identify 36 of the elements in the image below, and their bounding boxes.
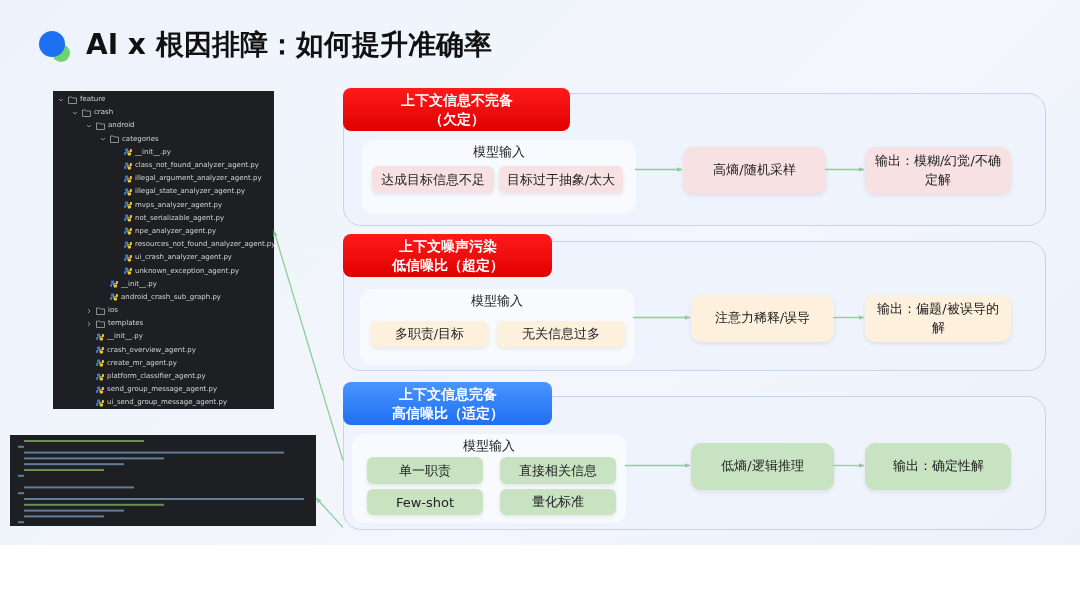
tag-chip: 无关信息过多 xyxy=(497,321,625,347)
arrow xyxy=(832,315,865,320)
section-header: 上下文噪声污染 低信噪比（超定） xyxy=(343,234,552,277)
arrow xyxy=(632,315,691,320)
group-heading: 模型输入 xyxy=(470,293,524,309)
process-box: 高熵/随机采样 xyxy=(683,147,826,194)
section-header: 上下文信息不完备 （欠定） xyxy=(343,88,570,131)
group-heading: 模型输入 xyxy=(462,438,516,454)
arrow xyxy=(824,167,865,172)
tag-chip: 达成目标信息不足 xyxy=(372,166,494,193)
panel-band xyxy=(343,93,1046,226)
input-group xyxy=(362,140,636,214)
process-box: 输出：确定性解 xyxy=(865,443,1011,490)
file-tree-panel xyxy=(53,91,274,409)
process-box: 输出：偏题/被误导的解 xyxy=(865,295,1011,342)
panel-band xyxy=(343,241,1046,371)
arrow xyxy=(273,230,344,461)
code-screenshot xyxy=(10,435,316,526)
input-group xyxy=(352,434,626,523)
arrow xyxy=(832,463,865,468)
process-box: 输出：模糊/幻觉/不确定解 xyxy=(865,147,1011,194)
input-group xyxy=(360,289,634,365)
tag-chip: 多职责/目标 xyxy=(371,321,488,347)
tag-chip: 目标过于抽象/太大 xyxy=(499,166,623,193)
section-header: 上下文信息完备 高信噪比（适定） xyxy=(343,382,552,425)
process-box: 注意力稀释/误导 xyxy=(691,295,834,342)
tag-chip: 直接相关信息 xyxy=(500,457,616,484)
arrow xyxy=(624,463,691,468)
tag-chip: 量化标准 xyxy=(500,489,616,515)
arrow xyxy=(634,167,683,172)
page-title: AI x 根因排障：如何提升准确率 xyxy=(86,27,492,63)
group-heading: 模型输入 xyxy=(472,144,526,160)
tag-chip: Few-shot xyxy=(367,489,483,515)
process-box: 低熵/逻辑推理 xyxy=(691,443,834,490)
tag-chip: 单一职责 xyxy=(367,457,483,484)
arrow xyxy=(315,497,344,528)
